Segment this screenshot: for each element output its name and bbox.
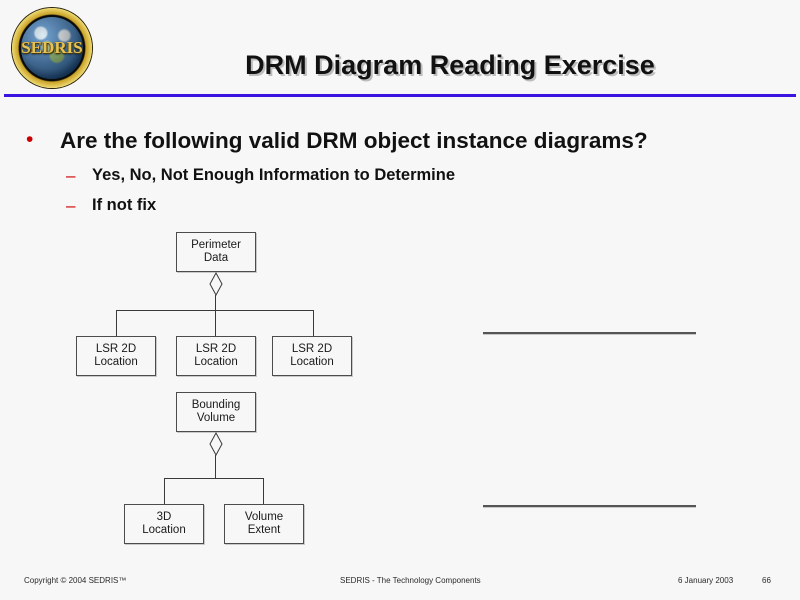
footer-page-number: 66: [762, 576, 771, 585]
logo-globe-shading: [21, 17, 83, 79]
connector-drop-volume-extent: [263, 478, 264, 504]
connector-drop-lsr-3: [313, 310, 314, 336]
diagram-node-perimeter-data: Perimeter Data: [176, 232, 256, 272]
diagram-node-volume-extent: Volume Extent: [224, 504, 304, 544]
logo-globe: [21, 17, 83, 79]
connector-drop-lsr-2: [215, 310, 216, 336]
aggregation-diamond-icon: [209, 432, 223, 456]
node-label-line2: Extent: [247, 524, 281, 536]
aggregation-diamond-icon: [209, 272, 223, 296]
footer-copyright: Copyright © 2004 SEDRIS™: [24, 576, 127, 585]
connector-drop-lsr-1: [116, 310, 117, 336]
diagram-node-lsr-2d-location-3: LSR 2D Location: [272, 336, 352, 376]
node-label-line2: Location: [290, 356, 334, 368]
node-label-line2: Data: [203, 252, 229, 264]
page-title: DRM Diagram Reading Exercise: [245, 50, 655, 80]
diagram-node-lsr-2d-location-2: LSR 2D Location: [176, 336, 256, 376]
bullet-text-sub-1: Yes, No, Not Enough Information to Deter…: [92, 166, 456, 184]
bullet-marker-icon: •: [26, 128, 34, 151]
bullet-item-sub-2: – If not fix: [66, 195, 156, 216]
sedris-logo-icon: SEDRIS: [8, 6, 96, 90]
dash-marker-icon: –: [66, 166, 76, 185]
node-label-line2: Volume: [196, 412, 236, 424]
footer-subtitle: SEDRIS - The Technology Components: [340, 576, 481, 585]
node-label-line1: LSR 2D: [95, 343, 137, 355]
bullet-text-primary: Are the following valid DRM object insta…: [60, 128, 648, 153]
dash-marker-icon: –: [66, 196, 76, 215]
answer-blank-2: [483, 505, 696, 507]
diagram-node-lsr-2d-location-1: LSR 2D Location: [76, 336, 156, 376]
node-label-line1: Perimeter: [191, 239, 241, 251]
answer-blank-1: [483, 332, 696, 334]
node-label-line1: 3D: [156, 511, 172, 523]
bullet-item-primary: • Are the following valid DRM object ins…: [26, 128, 648, 154]
node-label-line1: Volume: [244, 511, 284, 523]
node-label-line2: Location: [94, 356, 138, 368]
footer-date: 6 January 2003: [678, 576, 734, 585]
connector-trunk-bounding: [215, 455, 216, 479]
bullet-item-sub-1: – Yes, No, Not Enough Information to Det…: [66, 165, 455, 186]
node-label-line1: LSR 2D: [291, 343, 333, 355]
diagram-node-bounding-volume: Bounding Volume: [176, 392, 256, 432]
bullet-text-sub-2: If not fix: [92, 196, 157, 214]
connector-trunk-perimeter: [215, 295, 216, 311]
diagram-node-3d-location: 3D Location: [124, 504, 204, 544]
node-label-line2: Location: [142, 524, 186, 536]
header-divider: [4, 94, 796, 97]
node-label-line2: Location: [194, 356, 238, 368]
node-label-line1: Bounding: [191, 399, 241, 411]
connector-bus-bounding: [164, 478, 264, 479]
logo-wordmark: SEDRIS: [21, 38, 83, 57]
node-label-line1: LSR 2D: [195, 343, 237, 355]
connector-drop-3d-location: [164, 478, 165, 504]
